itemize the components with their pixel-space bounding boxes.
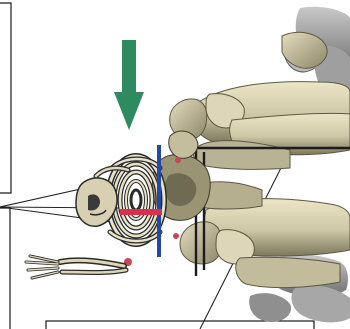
red-marker-line xyxy=(120,209,162,215)
blue-marker-line xyxy=(157,145,161,257)
callout-box-bottom xyxy=(46,321,314,329)
